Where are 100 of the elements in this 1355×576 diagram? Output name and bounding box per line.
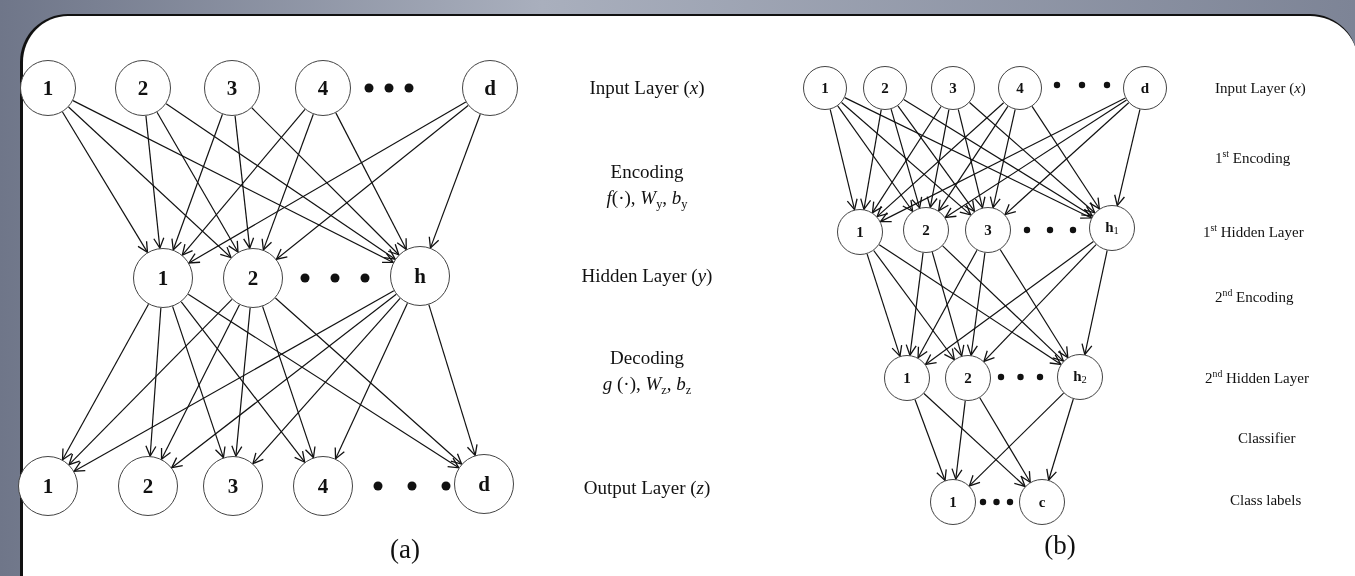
- neuron-label: d: [478, 473, 490, 495]
- neuron-label: 2: [247, 267, 259, 289]
- arrow: [1031, 105, 1100, 210]
- neuron-label: h: [414, 265, 426, 287]
- panel-caption: (a): [389, 535, 421, 565]
- arrow: [957, 108, 986, 209]
- arrow: [428, 113, 481, 249]
- arrow: [165, 103, 396, 260]
- layer-label: Encoding: [609, 161, 685, 183]
- arrow: [68, 298, 233, 466]
- arrow: [275, 104, 469, 260]
- arrow: [879, 97, 1126, 223]
- layer-label: g (·), W$_{z}$, b$_{z}$: [601, 373, 693, 395]
- arrow: [890, 108, 923, 209]
- arrow: [261, 113, 314, 251]
- neuron-label: 1: [903, 370, 911, 386]
- arrow: [829, 108, 858, 211]
- arrow: [73, 290, 395, 472]
- arrow: [897, 105, 976, 213]
- arrow: [251, 107, 400, 256]
- neuron-label: 3: [984, 222, 992, 238]
- arrow: [261, 305, 316, 459]
- arrow: [837, 105, 914, 212]
- arrow: [878, 244, 1062, 365]
- arrow: [180, 301, 306, 463]
- arrow: [989, 108, 1016, 209]
- arrow: [924, 241, 1095, 366]
- arrow: [983, 244, 1097, 363]
- neuron-label: h$_{1}$: [1105, 219, 1119, 237]
- arrow: [944, 99, 1128, 219]
- arrow: [61, 303, 150, 461]
- neuron-label: 1: [821, 80, 829, 96]
- neuron-label: 3: [949, 80, 957, 96]
- arrow: [334, 302, 409, 460]
- arrow: [966, 252, 986, 356]
- arrow: [234, 115, 255, 249]
- arrow: [866, 253, 903, 357]
- arrow: [145, 115, 165, 249]
- arrow: [171, 305, 226, 459]
- neuron-label: d: [484, 77, 496, 99]
- arrow: [926, 109, 950, 209]
- arrow: [914, 398, 947, 482]
- arrow: [951, 400, 966, 480]
- arrow: [187, 293, 460, 469]
- neuron-label: 1: [42, 77, 54, 99]
- arrow: [252, 297, 401, 465]
- neuron-label: 4: [317, 77, 329, 99]
- layer-label: Hidden Layer (y): [580, 265, 714, 287]
- arrow: [942, 245, 1064, 362]
- neuron-label: 3: [227, 475, 239, 497]
- arrow: [335, 112, 407, 250]
- arrow: [1046, 398, 1074, 481]
- neuron-label: 3: [226, 77, 238, 99]
- neuron-label: 2: [137, 77, 149, 99]
- neuron-label: 2: [964, 370, 972, 386]
- arrow: [72, 100, 394, 264]
- layer-label: Class labels: [1230, 491, 1303, 509]
- neuron-label: 2: [881, 80, 889, 96]
- arrow: [968, 101, 1096, 214]
- neuron-label: 2: [922, 222, 930, 238]
- arrow: [931, 251, 965, 357]
- arrow: [923, 392, 1026, 488]
- layer-label: f(·), W$_{y}$, b$_{y}$: [605, 187, 689, 209]
- neuron-label: 4: [317, 475, 329, 497]
- arrow: [844, 97, 1092, 219]
- arrow: [181, 108, 306, 256]
- arrow: [1081, 249, 1108, 356]
- arrow: [274, 297, 463, 465]
- arrow: [873, 249, 955, 361]
- neuron-label: h$_{2}$: [1073, 368, 1087, 386]
- arrow: [841, 101, 972, 216]
- neuron-label: 1: [949, 494, 957, 510]
- layer-label: Output Layer (z): [582, 477, 712, 499]
- layer-label: Input Layer (x): [1215, 79, 1307, 97]
- arrow: [231, 307, 251, 457]
- neuron-label: 2: [142, 475, 154, 497]
- layer-label: 1$^{st}$ Hidden Layer: [1203, 223, 1305, 241]
- arrow: [428, 304, 478, 456]
- arrow: [171, 293, 397, 469]
- layer-label: Classifier: [1238, 429, 1297, 447]
- arrow: [860, 109, 882, 210]
- arrow: [876, 102, 1005, 218]
- layer-label: 1$^{st}$ Encoding: [1215, 149, 1292, 167]
- arrow: [1004, 102, 1130, 216]
- neuron-label: d: [1140, 80, 1150, 96]
- arrow: [938, 105, 1009, 212]
- arrow: [979, 397, 1031, 483]
- arrow: [905, 252, 924, 356]
- neuron-label: 1: [157, 267, 169, 289]
- neuron-label: 1: [856, 224, 864, 240]
- arrow: [188, 101, 467, 264]
- neuron-label: 4: [1016, 80, 1024, 96]
- neuron-label: 1: [42, 475, 54, 497]
- neuron-label: c: [1038, 494, 1046, 510]
- arrow: [156, 111, 239, 253]
- arrow: [917, 249, 978, 359]
- arrow: [1114, 108, 1141, 207]
- arrow: [871, 105, 942, 214]
- panel-caption: (b): [1043, 531, 1077, 561]
- arrow: [67, 106, 232, 259]
